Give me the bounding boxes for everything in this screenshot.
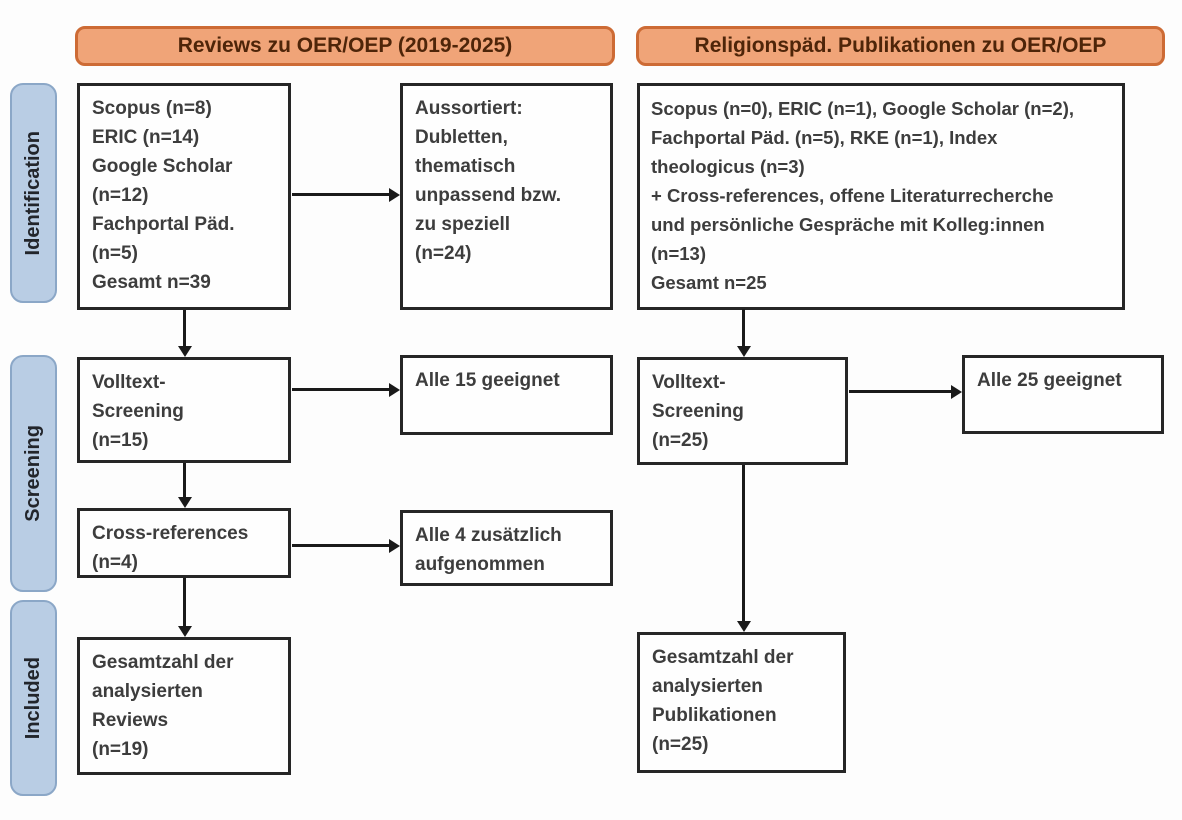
arrow-sources-to-excluded bbox=[292, 193, 389, 196]
arrow-sources-to-fulltext bbox=[183, 310, 186, 346]
stage-label-identification: Identification bbox=[10, 83, 57, 303]
box-right-fulltext-screening: Volltext- Screening (n=25) bbox=[637, 357, 848, 465]
arrow-right-fulltext-to-total bbox=[742, 465, 745, 621]
box-left-total-included: Gesamtzahl der analysierten Reviews (n=1… bbox=[77, 637, 291, 775]
arrow-fulltext-to-result bbox=[292, 388, 389, 391]
box-right-fulltext-result: Alle 25 geeignet bbox=[962, 355, 1164, 434]
stage-label-identification-text: Identification bbox=[22, 130, 44, 256]
box-right-total-included: Gesamtzahl der analysierten Publikatione… bbox=[637, 632, 846, 773]
arrow-right-fulltext-to-result bbox=[849, 390, 951, 393]
stage-label-screening: Screening bbox=[10, 355, 57, 592]
column-header-religionspaed: Religionspäd. Publikationen zu OER/OEP bbox=[636, 26, 1165, 66]
stage-label-screening-text: Screening bbox=[22, 425, 44, 522]
box-left-fulltext-result: Alle 15 geeignet bbox=[400, 355, 613, 435]
arrow-crossref-to-total bbox=[183, 578, 186, 626]
column-header-reviews-label: Reviews zu OER/OEP (2019-2025) bbox=[177, 34, 513, 57]
arrow-crossref-to-result bbox=[292, 544, 389, 547]
box-left-excluded: Aussortiert: Dubletten, thematisch unpas… bbox=[400, 83, 613, 310]
box-left-crossref-result: Alle 4 zusätzlich aufgenommen bbox=[400, 510, 613, 586]
stage-label-included-text: Included bbox=[22, 656, 44, 740]
arrow-right-sources-to-fulltext bbox=[742, 309, 745, 346]
stage-label-included: Included bbox=[10, 600, 57, 796]
arrow-fulltext-to-crossref bbox=[183, 463, 186, 497]
column-header-reviews: Reviews zu OER/OEP (2019-2025) bbox=[75, 26, 615, 66]
box-left-fulltext-screening: Volltext- Screening (n=15) bbox=[77, 357, 291, 463]
box-right-sources: Scopus (n=0), ERIC (n=1), Google Scholar… bbox=[637, 83, 1125, 310]
box-left-crossreferences: Cross-references (n=4) bbox=[77, 508, 291, 578]
column-header-religionspaed-label: Religionspäd. Publikationen zu OER/OEP bbox=[694, 34, 1107, 57]
box-left-sources: Scopus (n=8) ERIC (n=14) Google Scholar … bbox=[77, 83, 291, 310]
